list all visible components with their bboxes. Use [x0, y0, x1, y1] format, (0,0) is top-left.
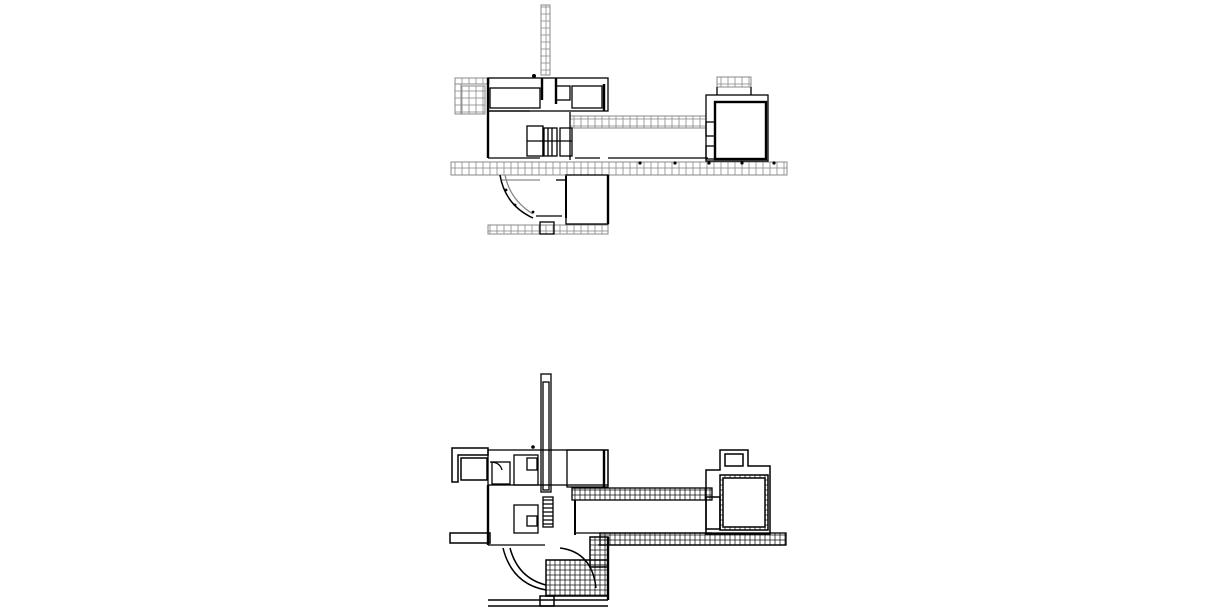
lower-chimney — [540, 373, 552, 493]
upper-columns — [504, 74, 776, 214]
upper-paving — [450, 4, 788, 235]
lower-columns — [531, 445, 535, 449]
lower-floor-plan — [449, 373, 787, 607]
lower-curved-court — [488, 536, 610, 607]
lower-gallery — [571, 487, 787, 546]
lower-pavilion — [705, 449, 771, 535]
upper-floor-plan — [450, 4, 788, 235]
lower-walls — [486, 449, 609, 546]
lower-left-terrace — [449, 447, 491, 544]
upper-pavilion — [705, 87, 769, 162]
upper-walls — [486, 77, 708, 235]
